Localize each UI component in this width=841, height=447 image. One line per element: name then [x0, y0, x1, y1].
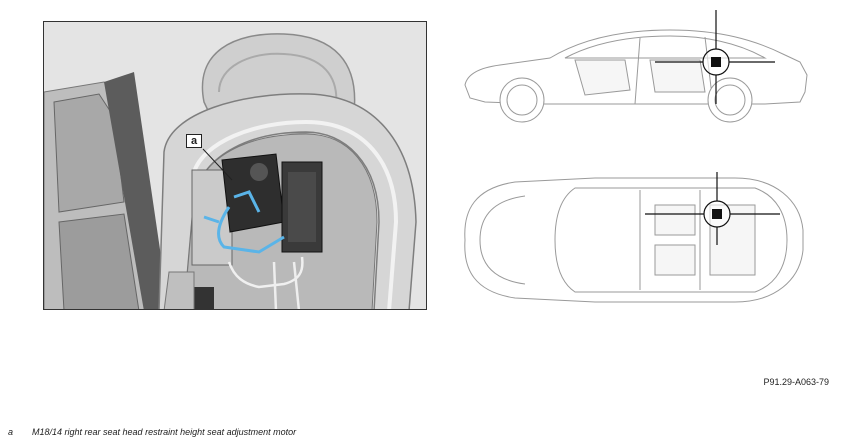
location-marker-side	[655, 10, 775, 104]
vehicle-location-diagram	[464, 10, 808, 303]
legend-item: a M18/14 right rear seat head restraint h…	[8, 427, 296, 437]
callout-leader-line	[202, 148, 233, 181]
seat-back-illustration	[44, 22, 426, 309]
car-top-view	[464, 177, 804, 303]
car-side-view	[464, 29, 808, 123]
component-photo	[43, 21, 427, 310]
location-marker-top	[645, 172, 780, 245]
legend-key: a	[8, 427, 14, 437]
callout-label-a: a	[186, 134, 202, 148]
legend-text: M18/14 right rear seat head restraint he…	[32, 427, 297, 437]
figure-reference-code: P91.29-A063-79	[763, 377, 829, 387]
